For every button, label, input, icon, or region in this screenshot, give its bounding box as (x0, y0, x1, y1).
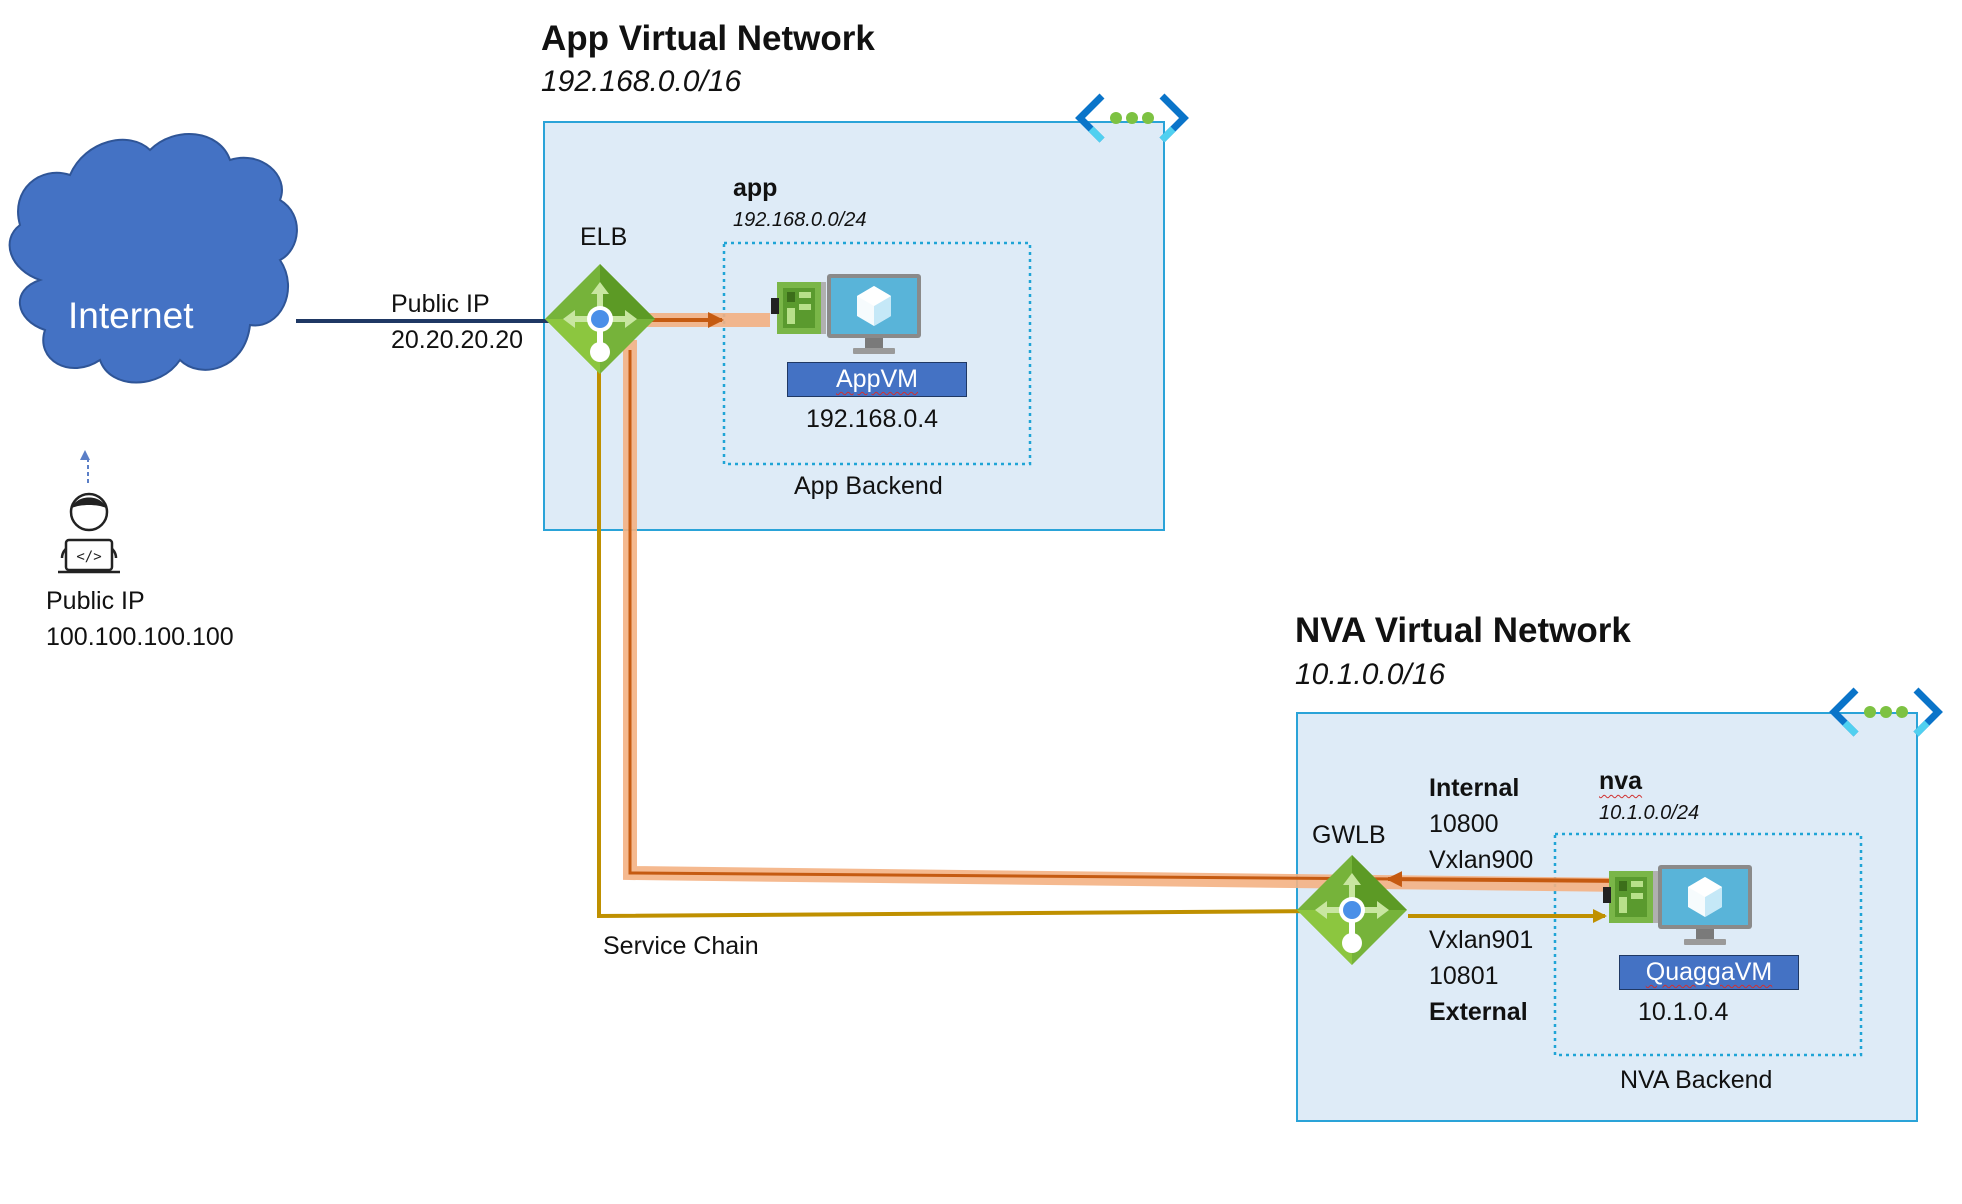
quaggavm-ip: 10.1.0.4 (1638, 998, 1729, 1026)
nva-subnet-name: nva (1599, 767, 1643, 795)
user-public-ip-label: Public IP (46, 587, 145, 615)
app-vnet-title: App Virtual Network (541, 19, 875, 58)
internal-title: Internal (1429, 774, 1520, 802)
internal-vxlan: Vxlan900 (1429, 846, 1534, 874)
app-subnet-box (722, 241, 1032, 466)
nva-subnet-box (1553, 832, 1863, 1057)
app-backend-label: App Backend (794, 472, 943, 500)
svg-text:</>: </> (76, 549, 101, 565)
nva-vnet-box (1296, 712, 1918, 1122)
nva-subnet-cidr: 10.1.0.0/24 (1599, 802, 1700, 824)
nva-vnet-cidr: 10.1.0.0/16 (1295, 658, 1446, 691)
internet-label: Internet (68, 295, 194, 336)
internal-port: 10800 (1429, 810, 1499, 838)
service-chain-label: Service Chain (603, 932, 759, 960)
elb-public-ip-label: Public IP (391, 290, 490, 318)
quaggavm-name-label: QuaggaVM (1619, 955, 1799, 990)
external-title: External (1429, 998, 1528, 1026)
quagga-to-gwlb-internal-link (1386, 871, 1629, 888)
nva-vnet-title: NVA Virtual Network (1295, 611, 1631, 650)
gwlb-label: GWLB (1312, 821, 1386, 849)
elb-label: ELB (580, 223, 628, 251)
nva-backend-label: NVA Backend (1620, 1066, 1773, 1094)
app-vnet-cidr: 192.168.0.0/16 (541, 65, 742, 98)
app-subnet-cidr: 192.168.0.0/24 (733, 209, 867, 231)
user-laptop-icon: </> (58, 492, 120, 574)
traffic-return-path (628, 350, 1399, 881)
external-port: 10801 (1429, 962, 1499, 990)
user-public-ip-value: 100.100.100.100 (46, 623, 234, 651)
service-chain-line (597, 370, 1331, 919)
quaggavm-nic-icon (1603, 871, 1658, 923)
cloud-icon (8, 133, 298, 384)
appvm-nic-icon (771, 282, 826, 334)
appvm-name-label: AppVM (787, 362, 967, 397)
elb-public-ip-value: 20.20.20.20 (391, 326, 524, 354)
appvm-ip: 192.168.0.4 (806, 405, 939, 433)
app-subnet-name: app (733, 174, 778, 202)
external-vxlan: Vxlan901 (1429, 926, 1534, 954)
